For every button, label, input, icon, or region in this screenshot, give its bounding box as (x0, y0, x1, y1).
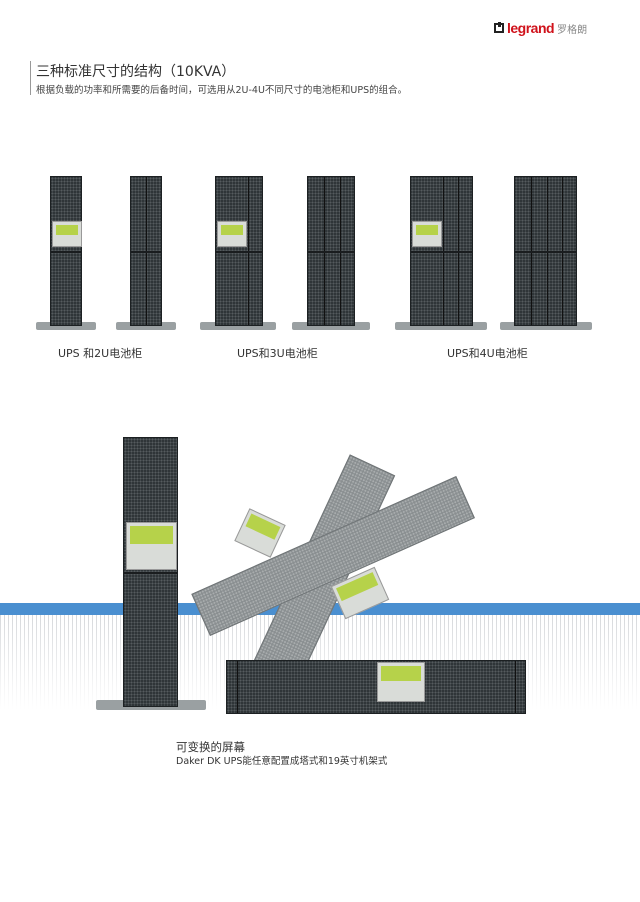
config-label: UPS和3U电池柜 (237, 347, 318, 360)
logo-chinese: 罗格朗 (557, 24, 588, 36)
battery-cabinet-4u (514, 176, 577, 326)
tower-base (116, 322, 176, 330)
ups-tower-large (123, 437, 178, 707)
ups-tower (50, 176, 82, 326)
logo-wordmark: legrand (507, 20, 555, 36)
title-rule (30, 61, 31, 95)
ups-display (412, 221, 442, 247)
logo-mark-icon (494, 22, 504, 33)
tower-base (36, 322, 96, 330)
config-label: UPS 和2U电池柜 (58, 347, 143, 360)
tower-base (292, 322, 370, 330)
tower-base (500, 322, 592, 330)
ups-display (126, 522, 177, 570)
ups-display (52, 221, 82, 247)
page-title: 三种标准尺寸的结构（10KVA） (36, 64, 236, 80)
feature-description: Daker DK UPS能任意配置成塔式和19英寸机架式 (176, 756, 388, 767)
ups-tower (215, 176, 263, 326)
page-subtitle: 根据负载的功率和所需要的后备时间，可选用从2U-4U不同尺寸的电池柜和UPS的组… (36, 85, 408, 96)
ups-display (377, 662, 425, 702)
ups-tower (410, 176, 473, 326)
tower-base (395, 322, 487, 330)
ups-display (234, 508, 286, 558)
ups-display (217, 221, 247, 247)
tower-base (200, 322, 276, 330)
battery-cabinet-2u (130, 176, 162, 326)
legrand-logo: legrand 罗格朗 (494, 20, 587, 36)
battery-cabinet-3u (307, 176, 355, 326)
config-label: UPS和4U电池柜 (447, 347, 528, 360)
feature-title: 可变换的屏幕 (176, 740, 245, 754)
ups-rack-mount (226, 660, 526, 714)
